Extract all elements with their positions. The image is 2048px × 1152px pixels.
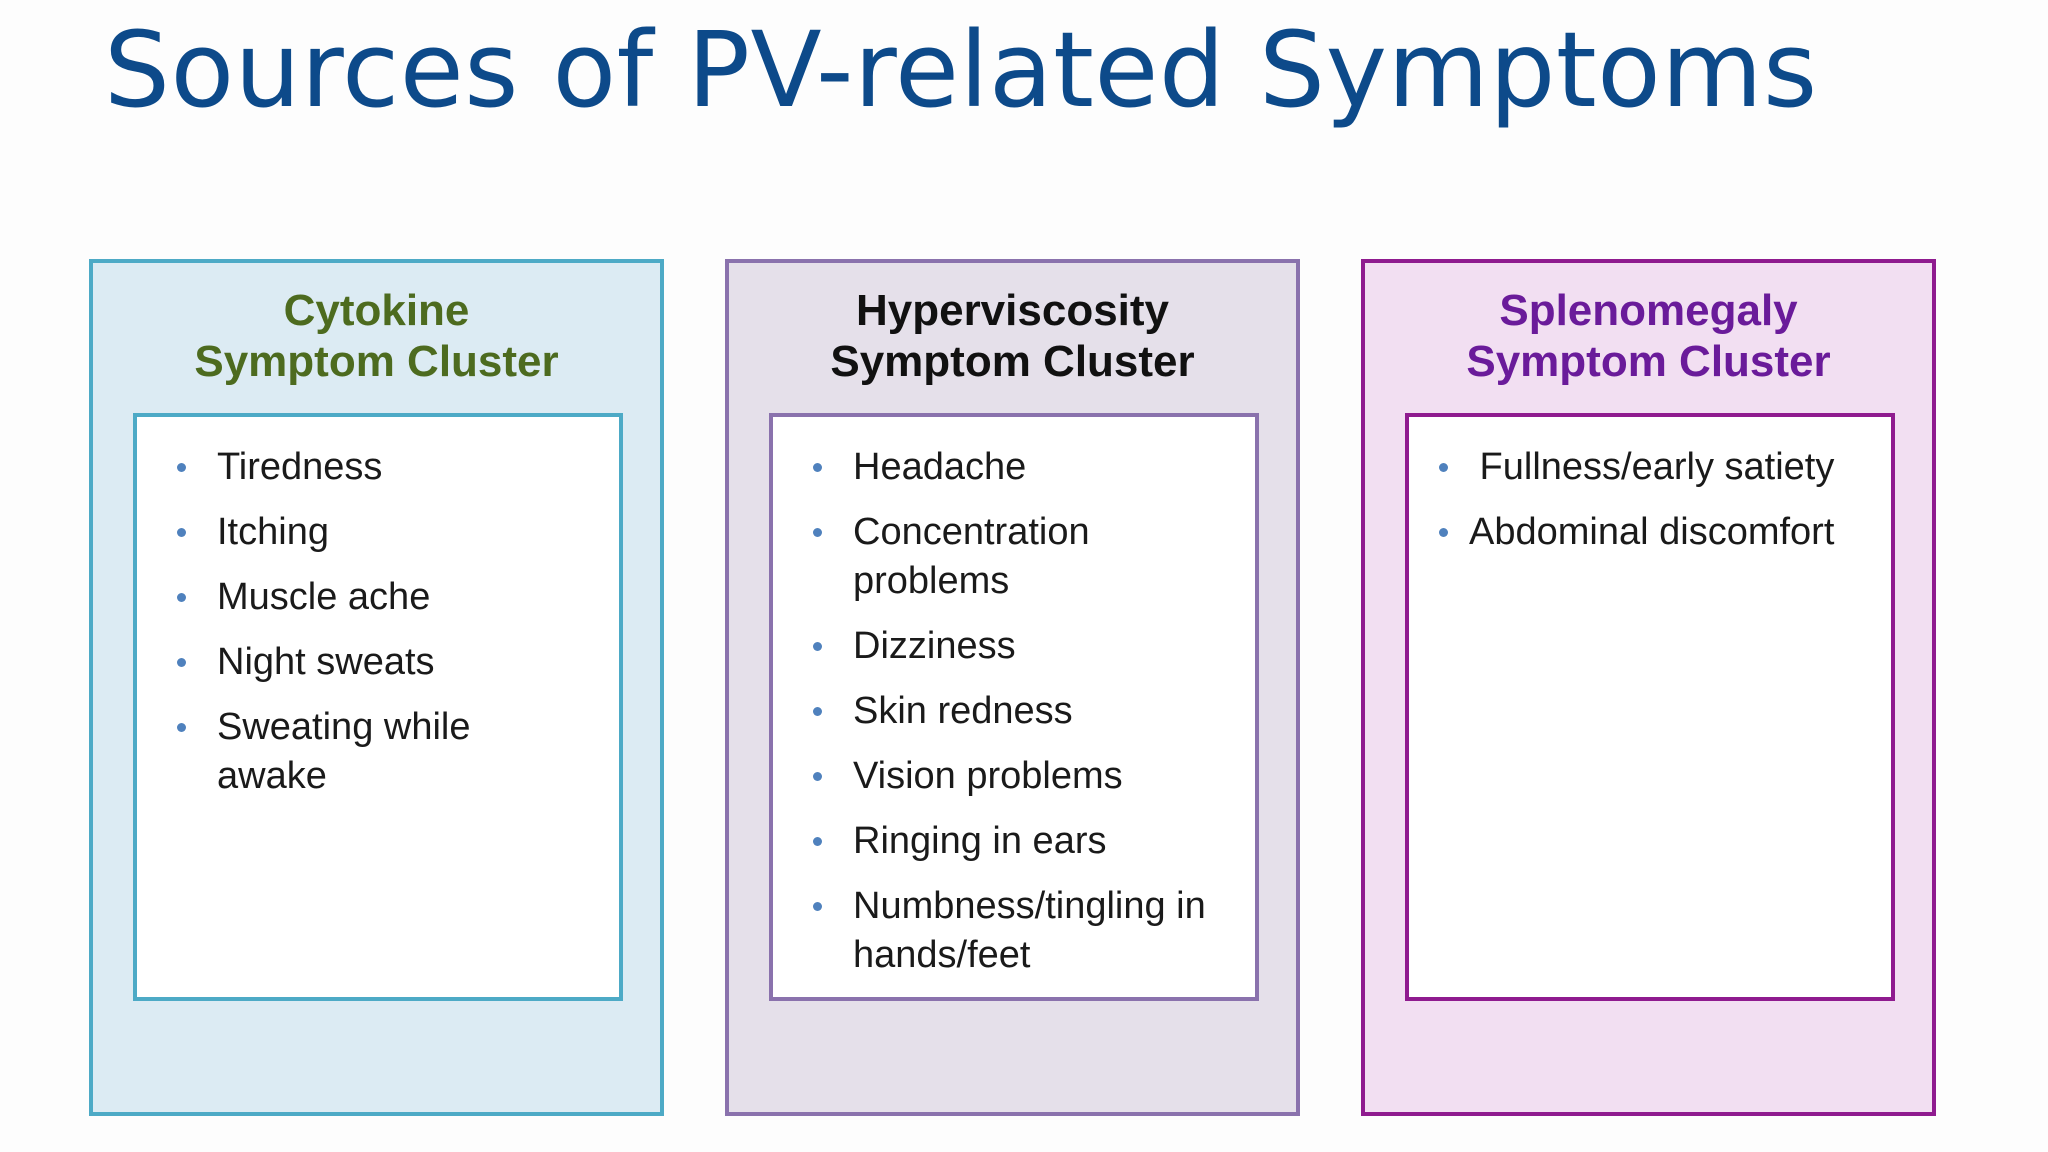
cluster-heading-line: Symptom Cluster: [194, 337, 559, 386]
bullet-dot-icon: [177, 658, 186, 667]
symptom-list-item: Ringing in ears: [813, 817, 1235, 866]
bullet-dot-icon: [813, 837, 822, 846]
cluster-heading-line: Cytokine: [283, 286, 470, 335]
bullet-dot-icon: [1439, 528, 1448, 537]
symptom-label: Vision problems: [853, 755, 1123, 797]
symptom-list-item: Concentration problems: [813, 508, 1153, 606]
symptom-label: Night sweats: [217, 641, 435, 683]
symptom-label: Concentration problems: [853, 511, 1090, 602]
bullet-dot-icon: [177, 593, 186, 602]
symptom-label: Sweating while awake: [217, 706, 471, 797]
hyperviscosity-cluster-heading: Hyperviscosity Symptom Cluster: [729, 285, 1296, 387]
cluster-heading-line: Hyperviscosity: [855, 286, 1170, 335]
symptom-label: Headache: [853, 446, 1027, 488]
splenomegaly-symptom-list: Fullness/early satiety Abdominal discomf…: [1439, 443, 1871, 557]
bullet-dot-icon: [177, 528, 186, 537]
cluster-heading-line: Symptom Cluster: [1466, 337, 1831, 386]
symptom-label: Dizziness: [853, 625, 1016, 667]
hyperviscosity-cluster-panel: Hyperviscosity Symptom Cluster Headache …: [725, 259, 1300, 1116]
symptom-list-item: Fullness/early satiety: [1439, 443, 1871, 492]
symptom-label: Skin redness: [853, 690, 1073, 732]
hyperviscosity-symptom-box: Headache Concentration problems Dizzines…: [769, 413, 1259, 1001]
cytokine-cluster-panel: Cytokine Symptom Cluster Tiredness Itchi…: [89, 259, 664, 1116]
bullet-dot-icon: [813, 902, 822, 911]
bullet-dot-icon: [177, 463, 186, 472]
symptom-list-item: Headache: [813, 443, 1235, 492]
splenomegaly-cluster-heading: Splenomegaly Symptom Cluster: [1365, 285, 1932, 387]
symptom-list-item: Abdominal discomfort: [1439, 508, 1871, 557]
cytokine-symptom-list: Tiredness Itching Muscle ache Night swea…: [177, 443, 599, 801]
symptom-label: Numbness/tingling in hands/feet: [853, 885, 1206, 976]
splenomegaly-cluster-panel: Splenomegaly Symptom Cluster Fullness/ea…: [1361, 259, 1936, 1116]
splenomegaly-symptom-box: Fullness/early satiety Abdominal discomf…: [1405, 413, 1895, 1001]
cluster-heading-line: Splenomegaly: [1499, 286, 1798, 335]
symptom-label: Tiredness: [217, 446, 383, 488]
symptom-label: Fullness/early satiety: [1469, 446, 1835, 488]
bullet-dot-icon: [813, 642, 822, 651]
symptom-list-item: Numbness/tingling in hands/feet: [813, 882, 1253, 980]
cluster-heading-line: Symptom Cluster: [830, 337, 1195, 386]
symptom-list-item: Muscle ache: [177, 573, 599, 622]
hyperviscosity-symptom-list: Headache Concentration problems Dizzines…: [813, 443, 1235, 980]
bullet-dot-icon: [813, 463, 822, 472]
symptom-label: Muscle ache: [217, 576, 431, 618]
cytokine-cluster-heading: Cytokine Symptom Cluster: [93, 285, 660, 387]
bullet-dot-icon: [1439, 463, 1448, 472]
symptom-list-item: Dizziness: [813, 622, 1235, 671]
bullet-dot-icon: [813, 528, 822, 537]
symptom-list-item: Itching: [177, 508, 599, 557]
cytokine-symptom-box: Tiredness Itching Muscle ache Night swea…: [133, 413, 623, 1001]
slide-title: Sources of PV-related Symptoms: [104, 9, 1818, 131]
symptom-label: Ringing in ears: [853, 820, 1107, 862]
bullet-dot-icon: [177, 723, 186, 732]
symptom-label: Itching: [217, 511, 329, 553]
bullet-dot-icon: [813, 772, 822, 781]
symptom-list-item: Vision problems: [813, 752, 1235, 801]
bullet-dot-icon: [813, 707, 822, 716]
symptom-list-item: Tiredness: [177, 443, 599, 492]
symptom-list-item: Sweating while awake: [177, 703, 477, 801]
symptom-label: Abdominal discomfort: [1469, 511, 1835, 553]
symptom-list-item: Skin redness: [813, 687, 1235, 736]
symptom-list-item: Night sweats: [177, 638, 599, 687]
